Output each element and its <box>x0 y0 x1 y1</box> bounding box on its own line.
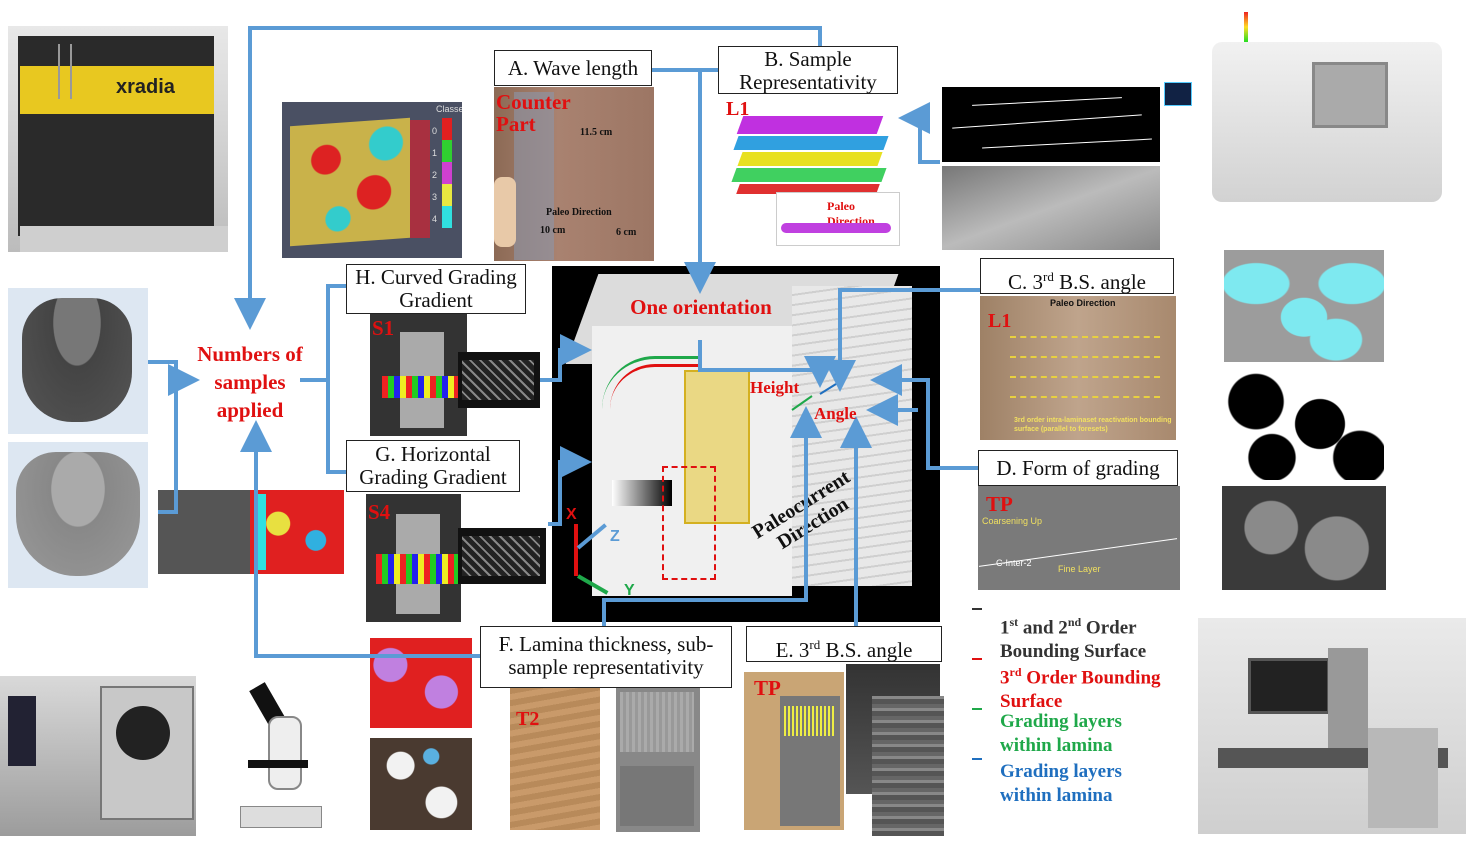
central-block-diagram: X Z Y Paleocurrent Direction <box>552 266 940 622</box>
arrow-cyl1-to-samples <box>148 360 200 396</box>
legend-item-1: 1st and 2nd Order Bounding Surface <box>1000 615 1147 663</box>
arrow-one-orientation <box>698 340 836 388</box>
fine-layer-label: Fine Layer <box>1058 564 1101 574</box>
t2-lamina-image: T2 <box>510 688 600 830</box>
paleo-direction-c-label: Paleo Direction <box>1050 298 1116 308</box>
l1-label: L1 <box>726 98 750 120</box>
arrow-cyl2-to-samples <box>158 380 178 514</box>
dim-6-label: 6 cm <box>616 227 637 238</box>
counter-part-label: Counter Part <box>496 90 571 136</box>
paleo-direction-a-label: Paleo Direction <box>546 207 612 218</box>
xradia-logo-text: xradia <box>116 76 175 98</box>
l1-layers-image: L1 Paleo Direction <box>720 94 900 246</box>
xradia-machine-photo: xradia <box>8 26 228 252</box>
grain-binary-image <box>1224 368 1384 480</box>
c-inter-label: C-Inter-2 <box>996 558 1032 568</box>
label-d-form-of-grading: D. Form of grading <box>978 450 1178 486</box>
t2-label: T2 <box>516 708 540 730</box>
coarsening-up-label: Coarsening Up <box>982 516 1043 526</box>
tp-cross-section-image: TP <box>744 672 844 830</box>
numbers-of-samples-title: Numbers of samples applied <box>197 342 303 422</box>
sem-lab-photo <box>1198 618 1466 834</box>
class-label-4: 4 <box>432 214 438 224</box>
dim-10-label: 10 cm <box>540 225 566 236</box>
s1-label: S1 <box>372 316 395 340</box>
arrow-g-to-center <box>548 446 592 526</box>
s1-curved-grading-image: S1 <box>370 314 467 436</box>
arrow-f-to-samples <box>240 420 480 658</box>
one-orientation-label: One orientation <box>630 295 772 319</box>
microct-scanner-photo <box>1162 12 1462 238</box>
legend-dash-3 <box>972 708 982 710</box>
label-h-curved-grading: H. Curved Grading Gradient <box>346 264 526 314</box>
height-label: Height <box>750 378 800 397</box>
label-c-bs-angle: C. 3rd B.S. angle <box>980 258 1174 294</box>
arrow-d-to-center <box>870 364 978 470</box>
legend-item-2: 3rd Order Bounding Surface <box>1000 665 1161 713</box>
ct-slice-grey <box>872 696 944 836</box>
l1-bounding-surface-photo: L1 Paleo Direction 3rd order intra-lamin… <box>980 296 1176 440</box>
axis-y-label: Y <box>624 582 635 599</box>
legend-item-4: Grading layers within lamina <box>1000 761 1122 806</box>
legend-dash-4 <box>972 758 982 760</box>
classes-cube-image: Classes 0 1 2 3 4 <box>282 102 462 258</box>
fracture-binary-image <box>942 87 1160 162</box>
class-label-0: 0 <box>432 126 438 136</box>
thin-section-photomicrograph <box>370 738 472 830</box>
s1-subsample-block <box>458 352 540 408</box>
grey-ct-image <box>942 166 1160 250</box>
arrow-f-to-center <box>602 406 822 626</box>
label-a-wave-length: A. Wave length <box>494 50 652 86</box>
legend-dash-1 <box>972 608 982 610</box>
legend-item-3: Grading layers within lamina <box>1000 711 1122 756</box>
arrow-a-to-center <box>652 68 716 294</box>
classes-title: Classes <box>436 104 462 114</box>
l1-caption: 3rd order intra-laminaset reactivation b… <box>1014 417 1172 433</box>
arrow-h-to-center <box>540 334 592 382</box>
l1-c-label: L1 <box>988 310 1012 332</box>
t2-thickness-profile <box>616 688 700 832</box>
s4-label: S4 <box>368 500 391 524</box>
axis-z-label: Z <box>610 528 620 545</box>
label-b-sample-representativity: B. Sample Representativity <box>718 46 898 94</box>
class-label-3: 3 <box>432 192 438 202</box>
label-f-lamina-thickness: F. Lamina thickness, sub-sample represen… <box>480 626 732 688</box>
microscope-photo <box>218 676 338 836</box>
arrow-c-to-center <box>824 288 980 392</box>
s4-subsample-block <box>458 528 546 584</box>
class-label-1: 1 <box>432 148 438 158</box>
bracket-samples <box>300 284 346 382</box>
legend-dash-2 <box>972 658 982 660</box>
axis-x-label: X <box>566 506 577 523</box>
class-label-2: 2 <box>432 170 438 180</box>
thin-section-segmented <box>370 638 472 728</box>
grain-segmentation-cyan <box>1224 250 1384 362</box>
grain-sem-image <box>1222 486 1386 590</box>
tp-e-label: TP <box>754 676 781 700</box>
tp-grading-image: TP Coarsening Up Fine Layer C-Inter-2 <box>978 486 1180 590</box>
tp-d-label: TP <box>986 492 1013 516</box>
lab-instrument-photo <box>0 676 196 836</box>
bracket-samples-g <box>326 380 346 474</box>
arrow-ct-to-l1 <box>898 102 940 164</box>
segmented-thin-section <box>158 490 344 574</box>
angle-label: Angle <box>814 404 857 423</box>
label-e-bs-angle: E. 3rd B.S. angle <box>746 626 942 662</box>
s4-horizontal-grading-image: S4 <box>366 494 461 622</box>
core-cylinder-1 <box>8 288 148 434</box>
core-cylinder-2 <box>8 442 148 588</box>
dim-11-5-label: 11.5 cm <box>580 127 613 138</box>
counter-part-photo: Counter Part 11.5 cm Paleo Direction 10 … <box>494 87 654 261</box>
label-g-horizontal-grading: G. Horizontal Grading Gradient <box>346 440 520 492</box>
